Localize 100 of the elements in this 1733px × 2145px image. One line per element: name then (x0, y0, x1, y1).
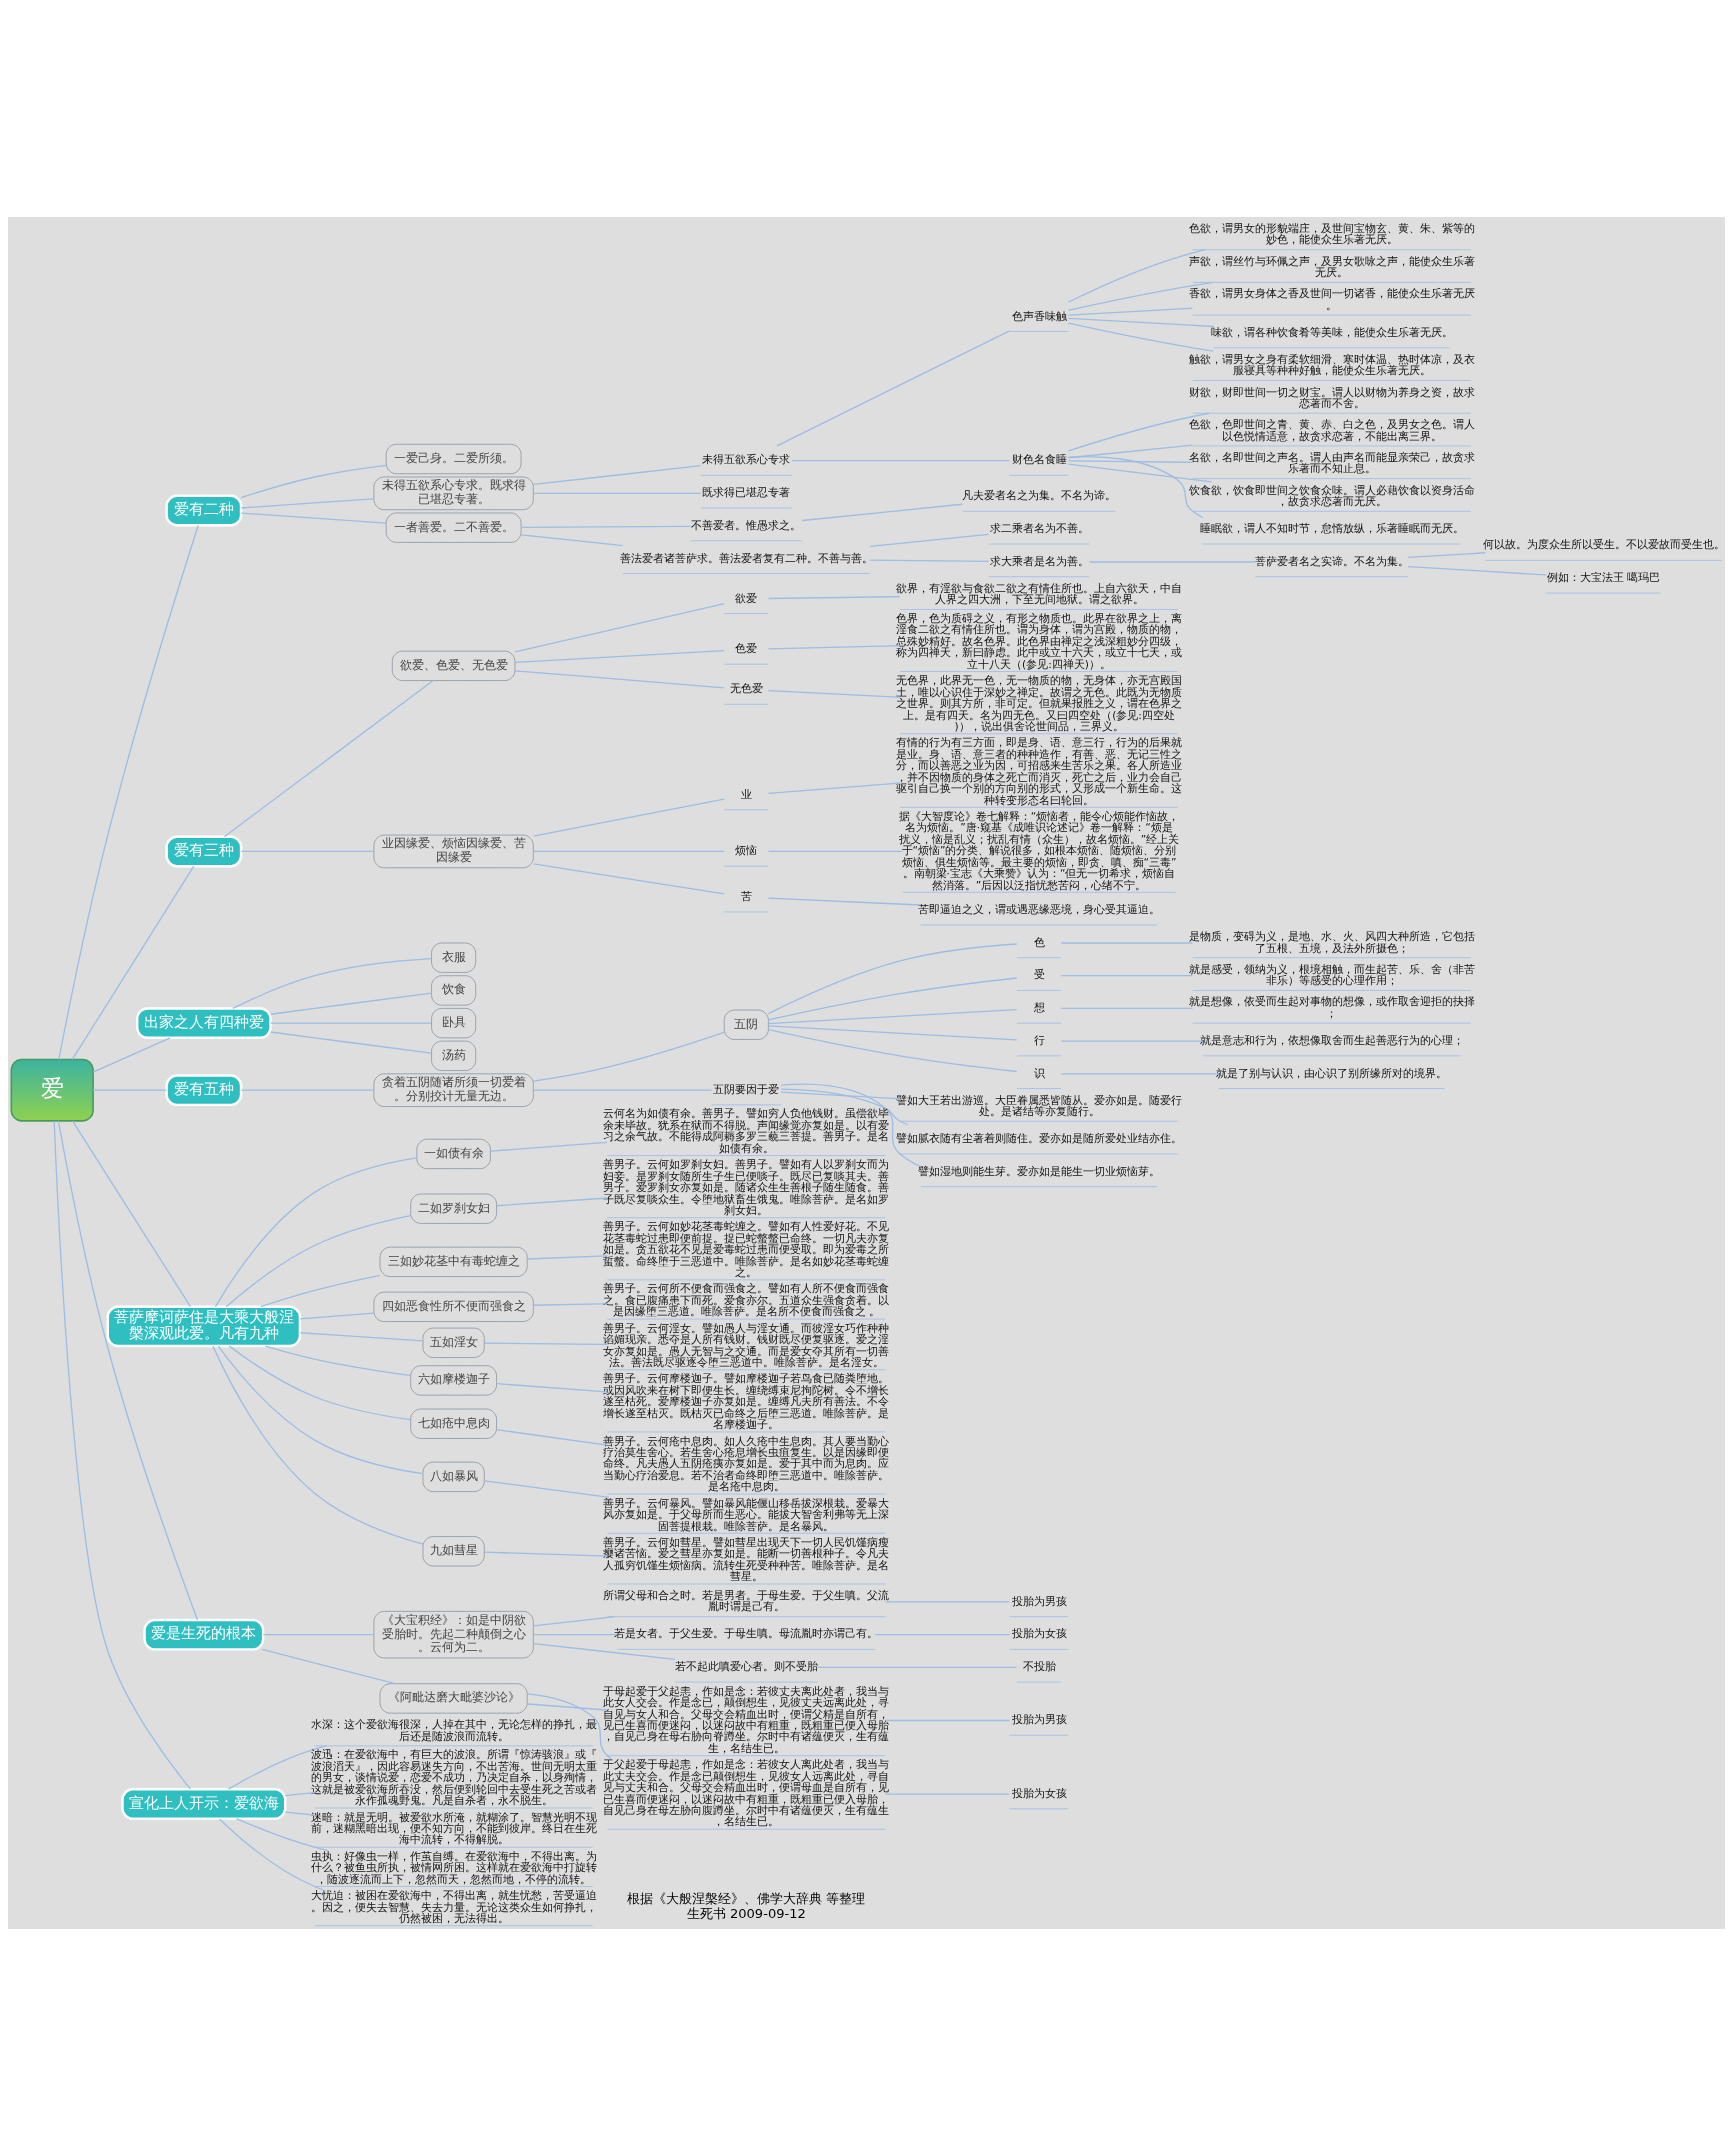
node-box: 一爱己身。二爱所须。 (385, 443, 522, 474)
node-text: 善男子。云何淫女。譬如愚人与淫女通。而彼淫女巧作种种谄媚现亲。悉夺是人所有钱财。钱财既尽便复驱逐。爱之淫女亦复如是。愚人无智与之交通。而是爱女夺其所有一切善法。善法既尽驱逐令堕三恶道中。唯除菩萨。是名淫女。 (603, 1321, 890, 1369)
connector (767, 1028, 1018, 1072)
connector (235, 1817, 329, 1851)
connector (526, 1254, 608, 1260)
connector (269, 1021, 432, 1024)
node-box: 三如妙花茎中有毒蛇缠之 (379, 1246, 528, 1277)
node-box: 六如摩楼迦子 (410, 1364, 497, 1396)
node-text: 想 (1033, 1000, 1045, 1014)
connector (483, 1479, 610, 1498)
node-text: 触欲，谓男女之身有柔软细滑、寒时体温、热时体凉，及衣服寝具等种种好触，能使众生乐著无厌。 (1188, 352, 1475, 377)
connector (869, 533, 990, 547)
connector (532, 862, 725, 895)
connector (92, 1036, 171, 1073)
node-text: 有情的行为有三方面，即是身、语、意三行，行为的后果就是业。身、语、意三者的种种造作，有善、恶、无记三性之分，而以善恶之业为因，可招感来生苦乐之果。各人所造业，并不因物质的身体之死亡而消灭，死亡之后，业力会自己驱引自己换一个别的方向别的形式，又形成一个新生命。这种转变形态名曰轮回。 (896, 735, 1183, 807)
node-text: 据《大智度论》卷七解释：“烦恼者，能令心烦能作恼故，名为烦恼。”唐·窥基《成唯识论述记》卷一解释：“烦是扰义，恼是乱义；扰乱有情（众生），故名烦恼。”经上关于“烦恼”的分类、解说很多，如根本烦恼、随烦恼、分别烦恼、俱生烦恼等。最主要的烦恼，即贪、嗔、痴“三毒”。南朝梁·宝志《大乘赞》认为：“但无一切希求，烦恼自然消落。”后因以泛指忧愁苦闷，心绪不宁。 (898, 809, 1180, 892)
connector (884, 1792, 1011, 1795)
connector (874, 1633, 1011, 1635)
connector (262, 1633, 375, 1635)
connector (1067, 281, 1214, 311)
node-text: 云何名为如债有余。善男子。譬如穷人负他钱财。虽偿欲毕余未毕故。犹系在狱而不得脱。声闻缘觉亦复如是。以有爱习之余气故。不能得成阿耨多罗三藐三菩提。善男子。是名如债有余。 (603, 1106, 890, 1155)
node-box: 四如恶食性所不便而强食之 (373, 1291, 534, 1322)
node-text: 投胎为男孩 (1011, 1594, 1067, 1608)
connector (1407, 551, 1487, 558)
connector (58, 524, 199, 1060)
node-box: 菩萨摩诃萨住是大乘大般涅槃深观此爱。凡有九种 (106, 1305, 302, 1347)
connector (240, 1089, 375, 1091)
node-text: 于父起爱于母起恚，作如是念：若彼女人离此处者，我当与此丈夫交会。作是念已颠倒想生，见彼女人远离此处，寻自见与丈夫和合。父母交会精血出时，便谓母血是自所有，见已生喜而便迷闷，以迷闷故中有粗重，既粗重已便入母胎，自见己身在母左胁向腹蹲坐。尔时中有诸蕴便灭，生有蕴生，名结生已。 (603, 1757, 890, 1828)
connector (869, 558, 990, 562)
node-text: 就是感受，领纳为义，根境相触，而生起苦、乐、舍（非苦非乐）等感受的心理作用； (1188, 962, 1475, 987)
node-text: 譬如湿地则能生芽。爱亦如是能生一切业烦恼芽。 (918, 1164, 1161, 1178)
connector (1060, 974, 1194, 976)
connector (801, 503, 964, 521)
connector (884, 1719, 1011, 1721)
connector (780, 1090, 901, 1099)
node-text: 就是了别与认识，由心识了别所缘所对的境界。 (1216, 1066, 1448, 1080)
node-box: 卧具 (431, 1007, 477, 1038)
label: 生死书 2009-09-12 (686, 1905, 806, 1921)
node-text: 善法爱者诸菩萨求。善法爱者复有二种。不善与善。 (619, 551, 873, 565)
node-text: 例如：大宝法王 噶玛巴 (1546, 570, 1661, 584)
node-box: 五如淫女 (422, 1327, 485, 1358)
node-text: 财色名食睡 (1011, 452, 1067, 466)
node-box: 二如罗刹女妇 (410, 1193, 497, 1224)
node-text: 名欲，名即世间之声名。谓人由声名而能显亲荣己，故贪求乐著而不知止息。 (1188, 450, 1475, 475)
connector (228, 1344, 412, 1420)
node-text: 烦恼 (735, 843, 758, 857)
connector (53, 1119, 192, 1790)
connector (1067, 248, 1207, 303)
connector (1068, 455, 1204, 518)
connector (767, 897, 922, 906)
node-box: 九如彗星 (422, 1535, 485, 1566)
node-box: 五阴 (723, 1009, 769, 1040)
node-box: 爱 (10, 1058, 94, 1122)
connector (514, 649, 725, 663)
node-box: 贪着五阴随诸所须一切爱着。分别挍计无量无边。 (373, 1072, 534, 1107)
node-text: 色欲，色即世间之青、黄、赤、白之色，及男女之色。谓人以色悦情适意，故贪求恋著，不能出离三界。 (1188, 417, 1475, 443)
node-text: 色 (1033, 935, 1045, 949)
node-text: 色声香味触 (1011, 309, 1067, 323)
node-text: 菩萨爱者名之实谛。不名为集。 (1254, 554, 1409, 568)
connector (1067, 412, 1211, 452)
connector (299, 1331, 424, 1341)
connector (496, 1382, 608, 1393)
connector (270, 992, 433, 1015)
node-text: 无色爱 (729, 681, 763, 695)
node-text: 不善爱者。惟愚求之。 (691, 518, 802, 532)
node-text: 五阴要因于爱 (713, 1082, 780, 1096)
node-text: 苦即逼迫之义，谓或遇恶缘恶境，身心受其逼迫。 (918, 902, 1161, 916)
node-text: 大忧迫：被困在爱欲海中，不得出离，就生忧愁，苦受逼迫。因之，便失去智慧、失去力量。无论这类众生如何挣扎，仍然被困，无法得出。 (310, 1888, 597, 1925)
node-text: 善男子。云何摩楼迦子。譬如摩楼迦子若鸟食已随粪堕地。或因风吹来在树下即便生长。缠绕缚束尼拘陀树。令不增长遂至枯死。爱摩楼迦子亦复如是。缠缚凡夫所有善法。不令增长遂至枯灭。既枯灭已命终之后堕三恶道。唯除菩萨。是名摩楼迦子。 (603, 1371, 890, 1431)
connector (264, 1344, 412, 1376)
node-text: 不投胎 (1022, 1659, 1056, 1673)
connector (299, 1311, 375, 1320)
node-box: 爱有三种 (165, 835, 243, 867)
connector (520, 525, 692, 528)
node-text: 虫执：好像虫一样，作茧自缚。在爱欲海中，不得出离。为什么？被鱼虫所执，被情网所困。这样就在爱欲海中打旋转，随波逐流而上下，忽然而天，忽然而地，不停的流转。 (310, 1849, 597, 1886)
connector (1088, 560, 1256, 563)
connector (1067, 307, 1194, 316)
label: 根据《大般涅槃经》、佛学大辞典 等整理 (627, 1890, 866, 1906)
node-box: 出家之人有四种爱 (136, 1006, 272, 1039)
node-text: 就是想像，依受而生起对事物的想像，或作取舍迎拒的抉择； (1188, 994, 1475, 1020)
connector (780, 1087, 909, 1125)
node-text: 无色界，此界无一色，无一物质的物，无身体，亦无宫殿国土，唯以心识住于深妙之禅定。故谓之无色。此既为无物质之世界。则其方所，非可定。但就果报胜之义，谓在色界之上。是有四天。名为四无色。又曰四空处（(参见:四空处)），说出俱舍论世间品，三界义。 (896, 673, 1183, 733)
node-text: 善男子。云何疮中息肉。如人久疮中生息肉。其人要当勤心疗治莫生舍心。若生舍心疮息增长虫疽复生。以是因缘即便命终。凡夫愚人五阴疮痍亦复如是。爱于其中而为息肉。应当勤心疗治爱息。若不治者命终即堕三恶道中。唯除菩萨。是名疮中息肉。 (603, 1434, 890, 1493)
connector (520, 533, 624, 546)
node-text: 未得五欲系心专求 (702, 452, 791, 466)
connector (217, 1344, 424, 1474)
connector (483, 1551, 608, 1557)
connector (532, 1031, 725, 1082)
connector (92, 1089, 168, 1091)
node-box: 一者善爱。二不善爱。 (385, 512, 522, 543)
node-text: 善男子。云何如彗星。譬如彗星出现天下一切人民饥馑病瘦瘿诸苦恼。爱之彗星亦复如是。能断一切善根种子。令凡夫人孤穷饥馑生烦恼病。流转生死受种种苦。唯除菩萨。是名彗星。 (603, 1535, 890, 1583)
connector (1067, 459, 1194, 463)
connector (1060, 1039, 1204, 1042)
connector (532, 1633, 618, 1635)
connector (1067, 463, 1213, 482)
connector (57, 1119, 199, 1621)
connector (532, 492, 702, 494)
connector (767, 644, 901, 650)
node-text: 财欲，财即世间一切之财宝。谓人以财物为养身之资，故求恋著而不舍。 (1188, 385, 1475, 410)
node-text: 受 (1033, 967, 1045, 981)
